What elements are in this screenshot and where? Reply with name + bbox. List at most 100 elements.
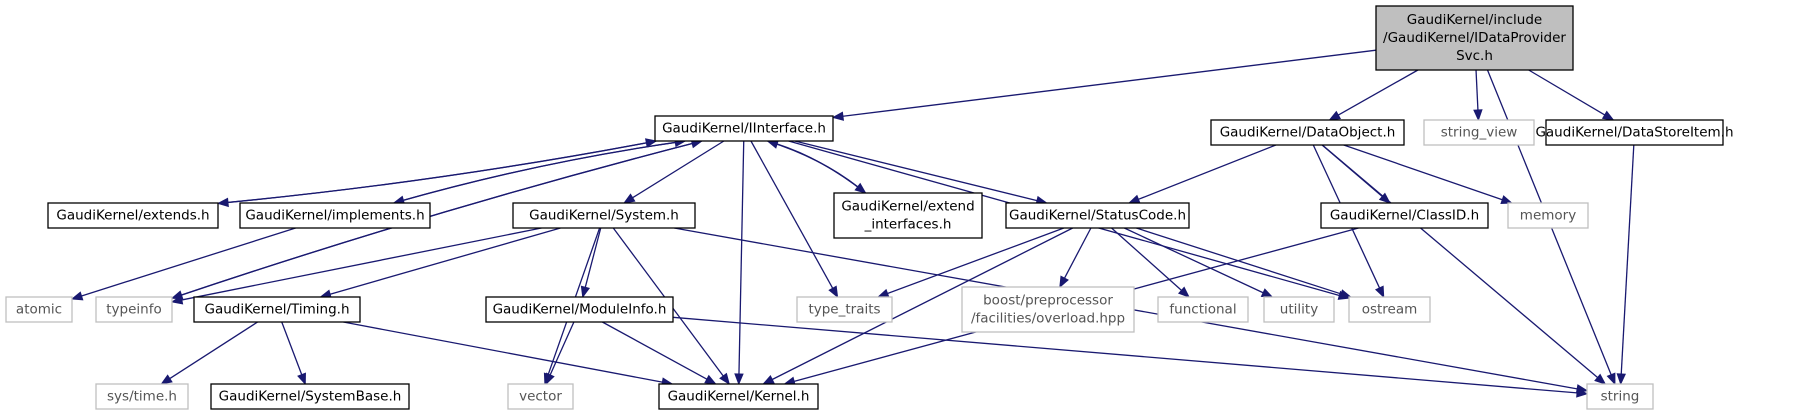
edge-iinterface-to-type_traits bbox=[750, 140, 839, 299]
node-box bbox=[1545, 119, 1724, 146]
node-atomic: atomic bbox=[5, 296, 73, 323]
node-type_traits: type_traits bbox=[796, 296, 893, 323]
node-label: vector bbox=[519, 389, 562, 405]
node-systembase[interactable]: GaudiKernel/SystemBase.h bbox=[210, 383, 410, 410]
node-box bbox=[1423, 119, 1535, 146]
node-dataobject[interactable]: GaudiKernel/DataObject.h bbox=[1210, 119, 1405, 146]
node-label: GaudiKernel/SystemBase.h bbox=[219, 389, 402, 405]
node-label: GaudiKernel/IInterface.h bbox=[662, 121, 826, 137]
node-label: GaudiKernel/Timing.h bbox=[204, 302, 349, 318]
node-box bbox=[1507, 202, 1589, 229]
node-vector: vector bbox=[507, 383, 574, 410]
node-box bbox=[961, 286, 1135, 333]
node-label: string bbox=[1601, 389, 1640, 405]
edge-timing-to-systembase bbox=[281, 321, 306, 386]
node-box bbox=[485, 296, 674, 323]
node-label: ostream bbox=[1362, 302, 1418, 318]
edge-dataobject-to-statuscode bbox=[1127, 144, 1277, 204]
node-timing[interactable]: GaudiKernel/Timing.h bbox=[193, 296, 361, 323]
node-box bbox=[796, 296, 893, 323]
node-box bbox=[833, 192, 983, 239]
edge-root-to-iinterface bbox=[831, 49, 1377, 121]
node-label: /facilities/overload.hpp bbox=[971, 311, 1125, 327]
edge-iinterface-to-kernel bbox=[734, 140, 745, 386]
node-box bbox=[239, 202, 431, 229]
node-moduleinfo[interactable]: GaudiKernel/ModuleInfo.h bbox=[485, 296, 674, 323]
node-box bbox=[1005, 202, 1190, 229]
node-label: _interfaces.h bbox=[864, 217, 952, 233]
node-ostream: ostream bbox=[1348, 296, 1431, 323]
node-label: GaudiKernel/extends.h bbox=[56, 208, 209, 224]
node-datastoreitem[interactable]: GaudiKernel/DataStoreItem.h bbox=[1535, 119, 1734, 146]
node-kernel[interactable]: GaudiKernel/Kernel.h bbox=[658, 383, 819, 410]
node-box bbox=[95, 296, 173, 323]
node-label: GaudiKernel/implements.h bbox=[245, 208, 424, 224]
node-memory: memory bbox=[1507, 202, 1589, 229]
node-iinterface[interactable]: GaudiKernel/IInterface.h bbox=[654, 115, 834, 142]
node-implements[interactable]: GaudiKernel/implements.h bbox=[239, 202, 431, 229]
edge-statuscode-to-ostream bbox=[1136, 227, 1352, 299]
node-label: /GaudiKernel/IDataProvider bbox=[1383, 30, 1566, 46]
node-label: utility bbox=[1280, 302, 1318, 318]
node-label: string_view bbox=[1441, 125, 1518, 141]
node-root[interactable]: GaudiKernel/include/GaudiKernel/IDataPro… bbox=[1375, 5, 1574, 71]
node-box bbox=[193, 296, 361, 323]
edge-statuscode-to-utility bbox=[1124, 227, 1274, 298]
node-label: typeinfo bbox=[106, 302, 161, 318]
edge-moduleinfo-to-vector bbox=[545, 321, 575, 386]
node-utility: utility bbox=[1263, 296, 1335, 323]
edge-system-to-timing bbox=[319, 227, 561, 299]
node-box bbox=[210, 383, 410, 410]
edge-system-to-moduleinfo bbox=[580, 227, 602, 299]
node-label: functional bbox=[1169, 302, 1236, 318]
node-system[interactable]: GaudiKernel/System.h bbox=[512, 202, 696, 229]
edge-extend_interfaces-to-iinterface bbox=[766, 139, 866, 194]
edge-implements-to-iinterface bbox=[393, 137, 687, 204]
edge-root-to-datastoreitem bbox=[1528, 69, 1615, 121]
edge-root-to-dataobject bbox=[1328, 69, 1419, 121]
node-extend_interfaces[interactable]: GaudiKernel/extend _interfaces.h bbox=[833, 192, 983, 239]
edge-root-to-string_view bbox=[1473, 69, 1483, 122]
node-functional: functional bbox=[1157, 296, 1249, 323]
node-label: GaudiKernel/System.h bbox=[529, 208, 679, 224]
node-label: boost/preprocessor bbox=[983, 293, 1113, 309]
node-typeinfo: typeinfo bbox=[95, 296, 173, 323]
edge-timing-to-kernel bbox=[343, 321, 674, 387]
node-label: GaudiKernel/StatusCode.h bbox=[1009, 208, 1186, 224]
node-boost_overload: boost/preprocessor/facilities/overload.h… bbox=[961, 286, 1135, 333]
edge-dataobject-to-string bbox=[1321, 144, 1607, 385]
node-label: sys/time.h bbox=[107, 389, 177, 405]
node-box bbox=[1210, 119, 1405, 146]
node-classid[interactable]: GaudiKernel/ClassID.h bbox=[1320, 202, 1489, 229]
node-extends[interactable]: GaudiKernel/extends.h bbox=[47, 202, 219, 229]
edge-iinterface-to-implements bbox=[392, 140, 686, 205]
node-box bbox=[95, 383, 189, 410]
node-box bbox=[1348, 296, 1431, 323]
edge-iinterface-to-system bbox=[622, 140, 725, 204]
node-box bbox=[654, 115, 834, 142]
edge-implements-to-atomic bbox=[70, 227, 296, 301]
node-label: GaudiKernel/include bbox=[1407, 12, 1542, 28]
node-sys_time: sys/time.h bbox=[95, 383, 189, 410]
node-label: GaudiKernel/ClassID.h bbox=[1330, 208, 1479, 224]
node-label: GaudiKernel/ModuleInfo.h bbox=[493, 302, 667, 318]
node-box bbox=[658, 383, 819, 410]
node-box bbox=[512, 202, 696, 229]
node-box bbox=[1320, 202, 1489, 229]
edge-moduleinfo-to-kernel bbox=[602, 321, 717, 385]
node-box bbox=[47, 202, 219, 229]
node-label: GaudiKernel/Kernel.h bbox=[668, 389, 810, 405]
node-box bbox=[5, 296, 73, 323]
node-label: GaudiKernel/DataStoreItem.h bbox=[1535, 125, 1733, 141]
node-label: GaudiKernel/extend bbox=[841, 199, 974, 215]
node-statuscode[interactable]: GaudiKernel/StatusCode.h bbox=[1005, 202, 1190, 229]
node-label: atomic bbox=[16, 302, 62, 318]
node-string_view: string_view bbox=[1423, 119, 1535, 146]
edge-statuscode-to-boost_overload bbox=[1059, 227, 1092, 289]
node-box bbox=[507, 383, 574, 410]
edge-timing-to-sys_time bbox=[160, 321, 258, 385]
edge-dataobject-to-memory bbox=[1343, 144, 1514, 205]
node-box bbox=[1263, 296, 1335, 323]
node-label: Svc.h bbox=[1456, 48, 1493, 64]
